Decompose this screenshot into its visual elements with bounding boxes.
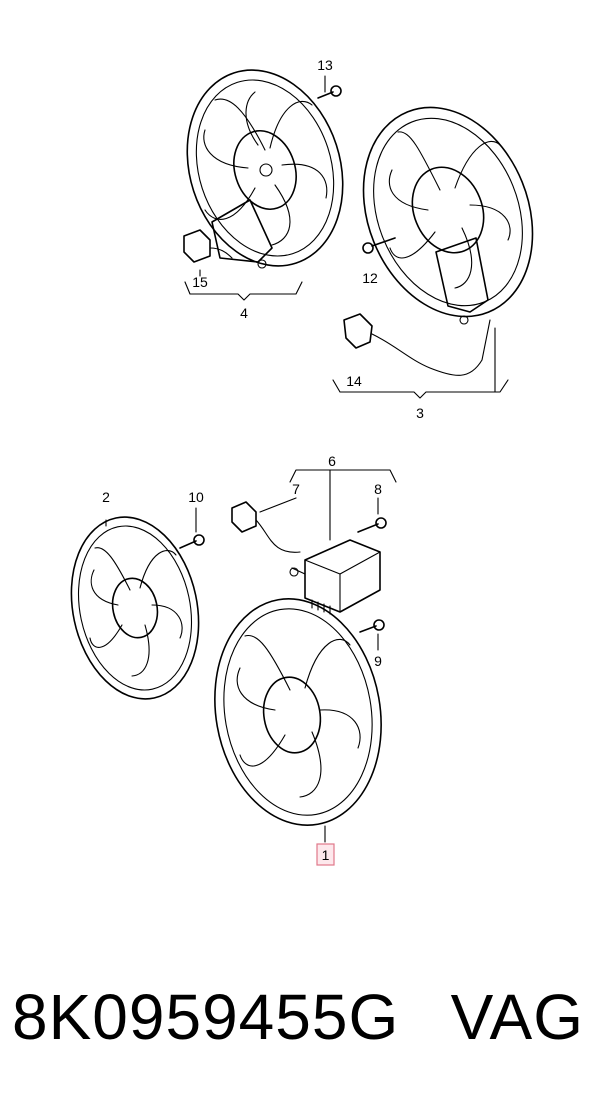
fan-assembly-3 — [332, 106, 534, 399]
connector-7 — [231, 497, 301, 553]
part-caption: 8K0959455G VAG — [0, 972, 600, 1062]
bolt-8 — [357, 497, 387, 533]
fan-2 — [70, 516, 200, 700]
callout-8[interactable]: 8 — [374, 481, 382, 497]
callout-7[interactable]: 7 — [292, 481, 300, 497]
fan-blades-2 — [89, 547, 183, 677]
callout-2[interactable]: 2 — [102, 489, 110, 505]
bolt-12 — [362, 237, 396, 254]
callout-13[interactable]: 13 — [317, 57, 333, 73]
callout-6[interactable]: 6 — [328, 453, 336, 469]
bolt-10 — [179, 507, 205, 549]
fan-blades-3 — [388, 131, 511, 289]
fan-assembly-4 — [183, 69, 344, 301]
fan-blades-4 — [203, 91, 328, 246]
connector-15 — [183, 229, 233, 263]
callout-1-highlight[interactable]: 1 — [316, 843, 335, 866]
control-unit-6 — [289, 469, 397, 615]
callout-1[interactable]: 1 — [322, 847, 330, 863]
callout-10[interactable]: 10 — [188, 489, 204, 505]
callout-9[interactable]: 9 — [374, 653, 382, 669]
callout-15[interactable]: 15 — [192, 274, 208, 290]
callout-4[interactable]: 4 — [240, 305, 248, 321]
callout-14[interactable]: 14 — [346, 373, 362, 389]
connector-14 — [343, 313, 491, 376]
fan-1 — [214, 598, 382, 843]
parts-diagram: 13 15 4 12 14 3 6 2 10 7 8 9 1 — [70, 57, 534, 866]
fan-blades-1 — [236, 634, 361, 798]
brand-label: VAG — [450, 981, 584, 1053]
bolt-13 — [317, 85, 342, 99]
callout-12[interactable]: 12 — [362, 270, 378, 286]
callout-3[interactable]: 3 — [416, 405, 424, 421]
part-number: 8K0959455G — [12, 981, 400, 1053]
bolt-9 — [359, 619, 385, 651]
